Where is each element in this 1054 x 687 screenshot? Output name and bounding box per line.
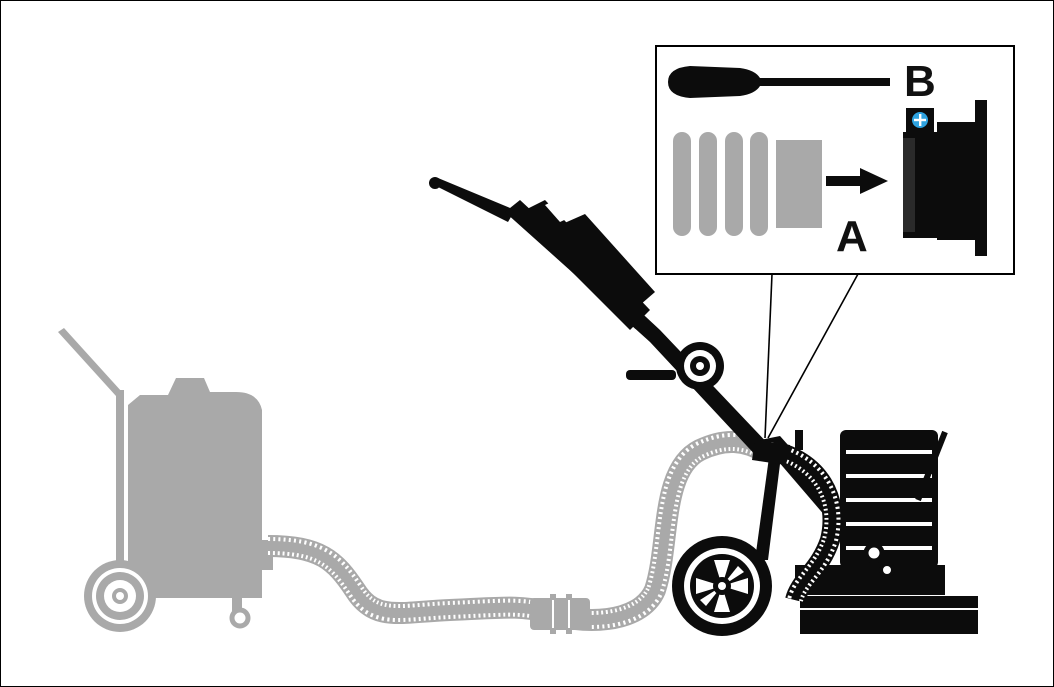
label-a: A xyxy=(836,212,868,261)
hose-clamp xyxy=(752,440,790,465)
floor-grinder xyxy=(429,177,978,636)
callout-leader-left xyxy=(764,273,773,439)
filter-housing xyxy=(903,100,987,256)
screwdriver-icon xyxy=(668,66,890,98)
vacuum-castor xyxy=(229,607,251,629)
callout-leader-right xyxy=(767,273,859,439)
label-b: B xyxy=(904,57,936,106)
vacuum-tank xyxy=(128,432,262,592)
hose-coupling xyxy=(530,598,590,630)
detail-callout: B A xyxy=(655,45,1015,439)
dust-extractor xyxy=(58,328,273,632)
vacuum-lid xyxy=(128,378,262,432)
grinder-handle-grip xyxy=(432,178,515,222)
extraction-hose xyxy=(267,430,771,634)
vacuum-handle xyxy=(58,328,122,560)
arrow-right-icon xyxy=(826,168,888,194)
grinder-control-box xyxy=(515,200,650,330)
screw-plus-icon xyxy=(906,108,934,132)
filter-pads-icon xyxy=(673,132,822,236)
